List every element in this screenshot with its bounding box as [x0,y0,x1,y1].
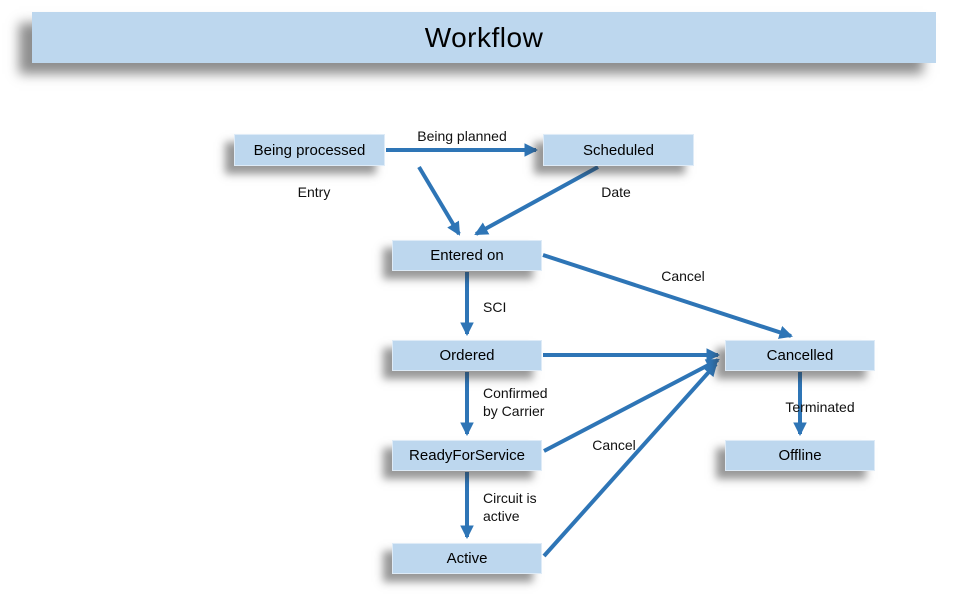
diagram-title-bar: Workflow [32,12,936,63]
edge-label-confirmed-by-carrier: Confirmed by Carrier [483,385,548,419]
edge-label-entry: Entry [297,184,331,200]
node-being-processed: Being processed [234,134,385,166]
edge-label-circuit-is-active: Circuit is active [483,490,537,524]
node-ready-for-service: ReadyForService [392,440,542,471]
diagram-title: Workflow [424,21,544,53]
node-cancelled: Cancelled [725,340,875,371]
node-active: Active [392,543,542,574]
edge-being-processed-to-entered-on [417,165,461,236]
edge-label-cancel-top: Cancel [661,268,705,284]
edge-label-date: Date [601,184,631,200]
node-scheduled: Scheduled [543,134,694,166]
edge-label-cancel-bottom: Cancel [592,437,636,453]
edge-active-to-cancelled [542,362,718,558]
edge-label-terminated: Terminated [785,399,855,415]
node-entered-on: Entered on [392,240,542,271]
node-ordered: Ordered [392,340,542,371]
node-offline: Offline [725,440,875,471]
edge-scheduled-to-entered-on [474,165,599,236]
edge-label-being-planned: Being planned [417,128,507,144]
edge-label-sci: SCI [483,299,507,315]
